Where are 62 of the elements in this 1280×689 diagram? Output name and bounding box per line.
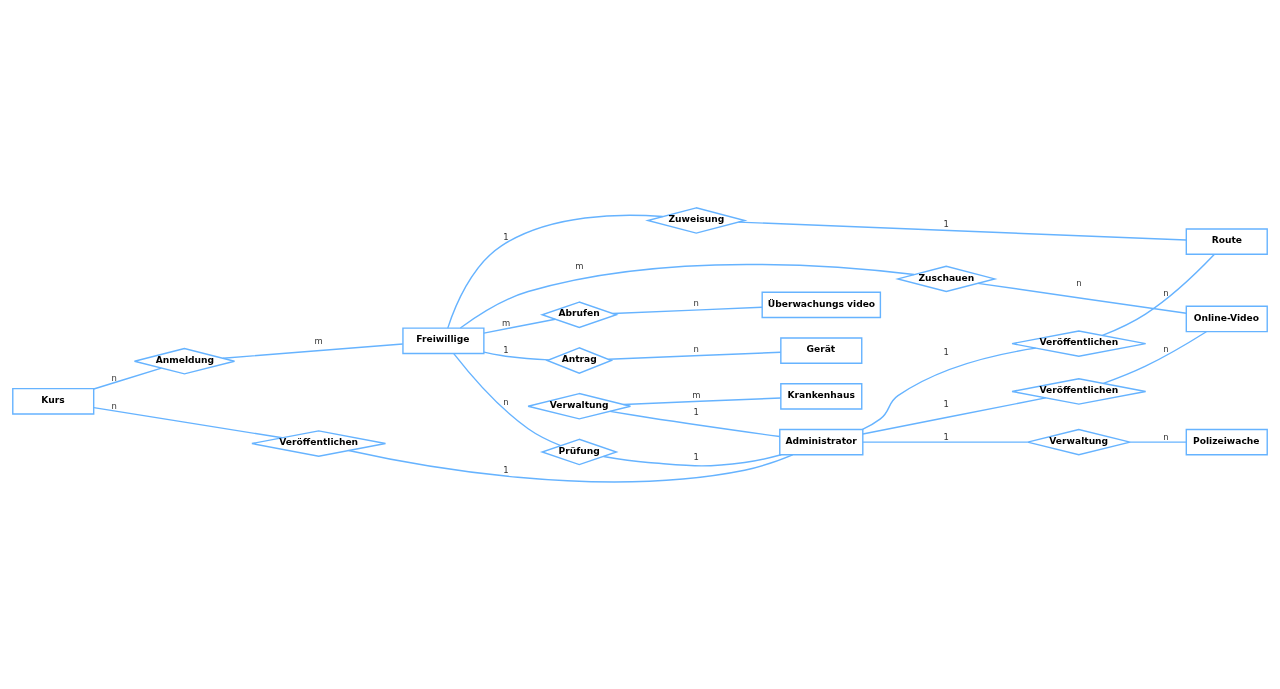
edge-label: 1 xyxy=(943,346,949,357)
connector xyxy=(609,410,781,437)
node-diamond: Antrag xyxy=(545,346,614,374)
node-box: Gerät xyxy=(780,336,863,364)
connector xyxy=(93,406,283,438)
edge-label: n xyxy=(1163,343,1169,354)
connector xyxy=(483,318,556,334)
edge-label: n xyxy=(1163,431,1169,442)
edge-label: 1 xyxy=(503,344,509,355)
edge-label: 1 xyxy=(943,431,949,442)
connector xyxy=(602,453,782,467)
connector xyxy=(862,396,1047,435)
node-diamond: Anmeldung xyxy=(133,347,236,375)
connector xyxy=(1102,330,1208,384)
node-diamond: Veröffentlichen xyxy=(251,429,387,457)
edge-label: m xyxy=(314,335,323,346)
edge-label: n xyxy=(693,297,699,308)
edge-label: m xyxy=(692,389,701,399)
node-box: Kurs xyxy=(12,387,95,415)
connector xyxy=(861,346,1037,430)
node-box: Krankenhaus xyxy=(780,382,863,410)
edge-label: n xyxy=(111,372,117,383)
connector xyxy=(611,306,763,314)
edge-label: 1 xyxy=(943,398,949,409)
node-box: Online-Video xyxy=(1185,305,1268,332)
node-diamond: Abrufen xyxy=(539,300,619,328)
edge-label: n xyxy=(503,396,509,407)
node-diamond: Prüfung xyxy=(539,438,619,465)
node-box: Überwachungs video xyxy=(761,291,882,318)
node-diamond: Veröffentlichen xyxy=(1011,329,1147,357)
edge-label: 1 xyxy=(693,406,699,417)
edge-label: n xyxy=(111,400,117,411)
node-box: Polizeiwache xyxy=(1185,428,1268,455)
edge-label: n xyxy=(693,343,699,354)
node-diamond: Verwaltung xyxy=(527,392,632,420)
connector xyxy=(93,366,163,390)
connector xyxy=(347,449,794,482)
connector xyxy=(483,350,550,361)
connector xyxy=(222,342,404,359)
node-box: Freiwillige xyxy=(402,326,485,354)
node-diamond: Zuschauen xyxy=(895,265,998,292)
connector xyxy=(737,220,1187,241)
node-box: Administrator xyxy=(779,428,864,455)
connector xyxy=(977,282,1187,314)
edge-label: 1 xyxy=(503,464,509,475)
connector xyxy=(622,396,782,405)
edge-label: 1 xyxy=(503,231,509,242)
edge-label: m xyxy=(501,317,511,328)
node-diamond: Zuweisung xyxy=(645,206,748,234)
edge-label: n xyxy=(1163,287,1169,298)
edge-label: 1 xyxy=(943,218,949,229)
node-box: Route xyxy=(1185,227,1268,255)
edge-label: n xyxy=(1076,277,1082,288)
node-diamond: Veröffentlichen xyxy=(1011,377,1147,405)
connector xyxy=(862,440,1029,443)
edge-label: m xyxy=(575,260,584,271)
connector xyxy=(607,351,782,360)
connector xyxy=(1101,253,1215,336)
connector xyxy=(1129,440,1187,443)
node-diamond: Verwaltung xyxy=(1026,428,1131,455)
edge-label: 1 xyxy=(693,451,699,462)
connector xyxy=(453,352,562,446)
